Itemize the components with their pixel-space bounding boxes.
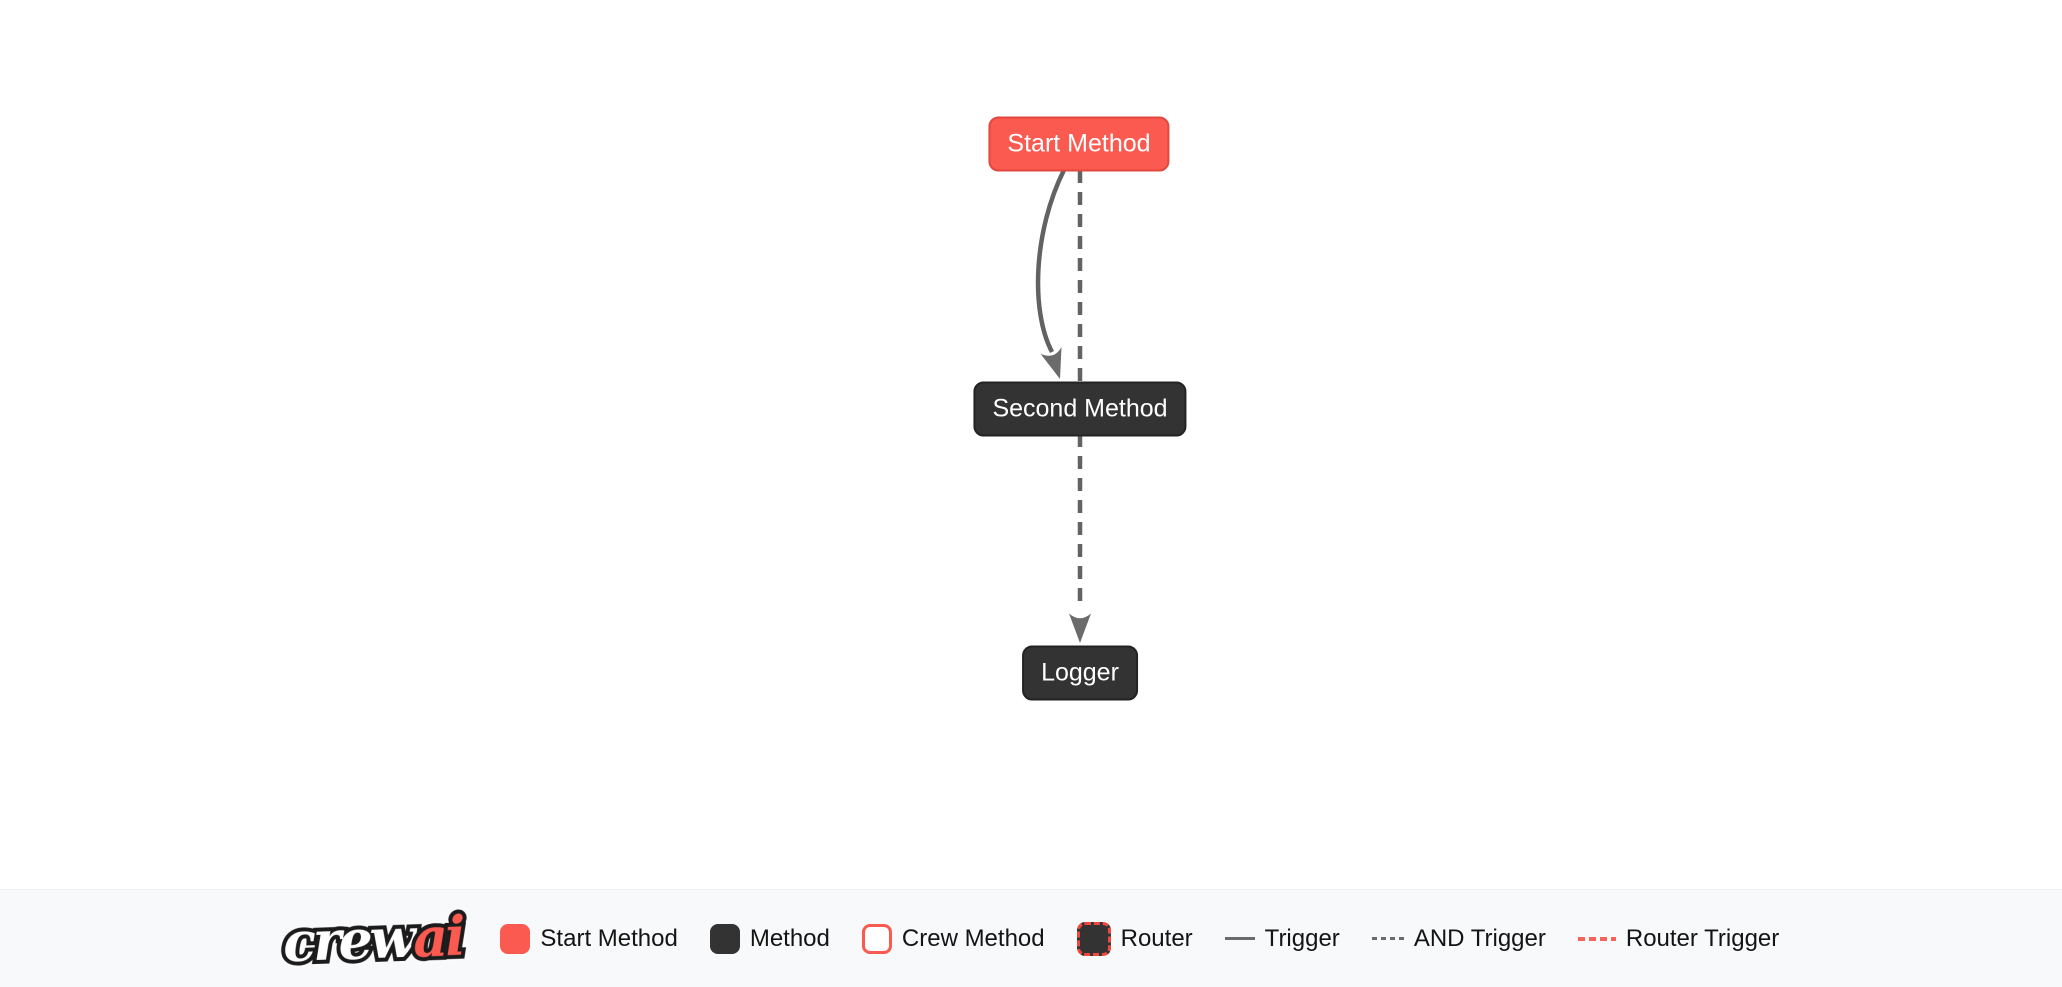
node-second-method[interactable]: Second Method [973, 381, 1187, 437]
arrowhead-and-trigger-icon [1069, 613, 1091, 643]
legend-label: Method [749, 924, 830, 952]
logo-text-ai: ai [408, 899, 468, 973]
crewai-logo: crewai [278, 899, 468, 978]
legend-item-start-method: Start Method [500, 923, 678, 954]
router-trigger-line-icon [1577, 936, 1616, 941]
legend-item-crew-method: Crew Method [861, 923, 1045, 954]
legend-item-method: Method [709, 923, 830, 954]
and-trigger-line-icon [1371, 937, 1404, 940]
start-method-swatch-icon [500, 923, 531, 954]
legend-item-router-trigger: Router Trigger [1577, 924, 1780, 953]
legend-label: Start Method [540, 924, 678, 952]
arrowhead-trigger-icon [1040, 347, 1062, 379]
node-logger[interactable]: Logger [1022, 645, 1138, 701]
legend-label: Router Trigger [1625, 924, 1780, 952]
legend-item-and-trigger: AND Trigger [1371, 924, 1546, 953]
legend-label: Crew Method [901, 924, 1045, 952]
flow-canvas[interactable]: Start Method Second Method Logger [0, 0, 2062, 889]
trigger-line-icon [1224, 937, 1255, 940]
router-swatch-icon [1076, 921, 1111, 956]
crew-method-swatch-icon [861, 923, 892, 954]
edge-trigger-start-to-second [1035, 168, 1067, 354]
node-start-method[interactable]: Start Method [988, 116, 1170, 172]
legend-item-trigger: Trigger [1224, 924, 1340, 953]
legend-item-router: Router [1076, 921, 1193, 956]
logo-text-crew: crew [278, 901, 418, 978]
legend-label: AND Trigger [1413, 924, 1546, 952]
legend-label: Router [1120, 924, 1193, 952]
legend-label: Trigger [1264, 924, 1340, 952]
method-swatch-icon [709, 923, 740, 954]
legend-bar: crewai Start Method Method Crew Method R… [0, 889, 2062, 987]
